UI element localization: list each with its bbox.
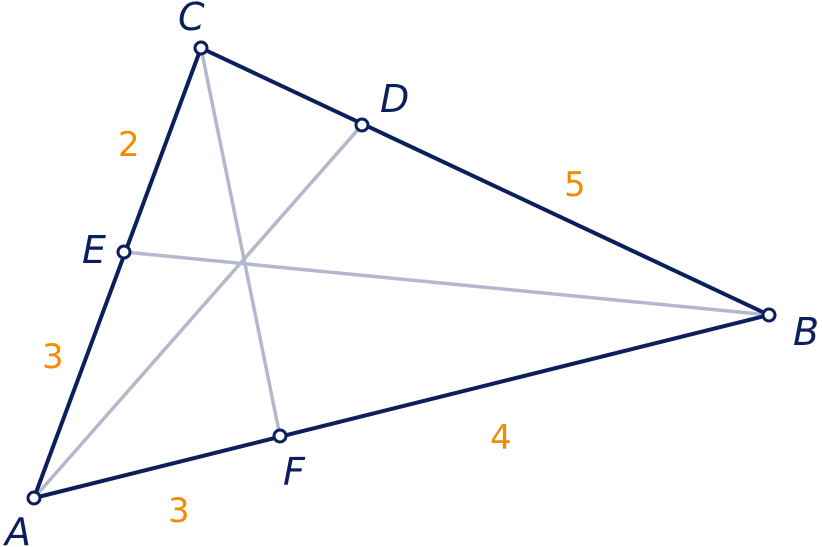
point-A-marker [26,490,42,506]
point-D-marker [354,117,370,133]
label-point-F: F [283,450,306,494]
point-B-marker [761,307,777,323]
length-EA: 3 [42,337,64,377]
length-FB: 4 [490,418,512,458]
label-point-E: E [82,228,106,272]
length-CE: 2 [118,125,140,165]
length-DB: 5 [564,165,586,205]
side-CB [199,46,771,317]
length-AF: 3 [168,491,190,531]
point-C-marker [193,40,209,56]
cevian-BE [122,250,771,317]
side-AB [32,313,771,500]
side-AC [32,46,203,500]
point-F-marker [272,428,288,444]
cevian-CF [199,46,282,438]
label-point-C: C [178,0,205,39]
cevian-AD [32,123,364,500]
label-point-A: A [2,510,31,547]
label-point-B: B [793,310,819,354]
label-point-D: D [380,77,409,121]
point-E-marker [116,244,132,260]
